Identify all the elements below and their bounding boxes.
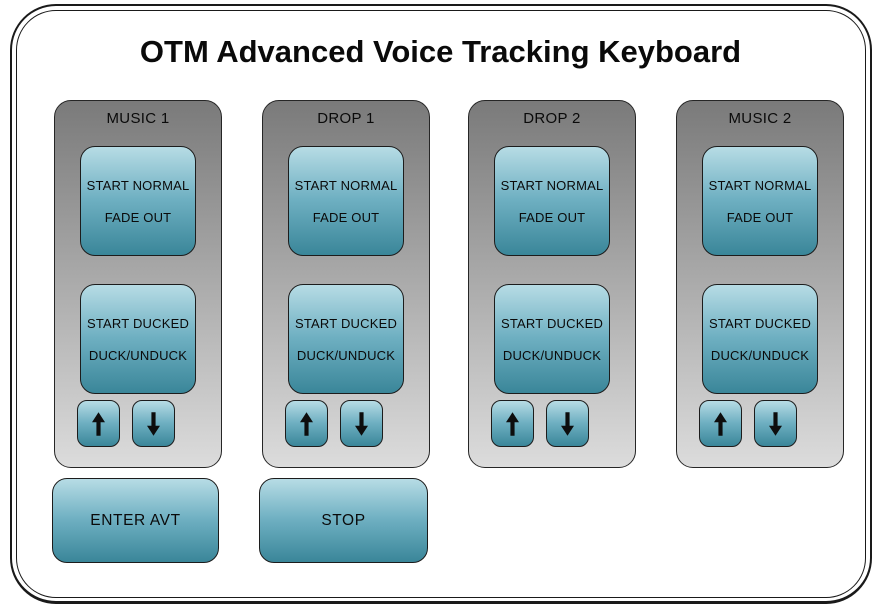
panel-label: MUSIC 2 xyxy=(728,110,792,127)
start-normal-fade-out-button[interactable]: START NORMAL FADE OUT xyxy=(494,146,610,256)
panel-drop-2: DROP 2 START NORMAL FADE OUT START DUCKE… xyxy=(468,100,636,468)
arrow-button-row xyxy=(263,400,429,447)
start-normal-fade-out-button[interactable]: START NORMAL FADE OUT xyxy=(80,146,196,256)
button-label-line-1: START NORMAL xyxy=(500,177,604,193)
start-normal-fade-out-button[interactable]: START NORMAL FADE OUT xyxy=(702,146,818,256)
up-arrow-icon xyxy=(506,411,519,436)
up-arrow-icon xyxy=(714,411,727,436)
button-label-line-1: START DUCKED xyxy=(294,315,398,331)
button-label-line-2: DUCK/UNDUCK xyxy=(502,347,602,363)
up-arrow-icon xyxy=(92,411,105,436)
button-label-line-1: START NORMAL xyxy=(708,177,812,193)
down-arrow-icon xyxy=(355,411,368,436)
move-down-button[interactable] xyxy=(754,400,797,447)
move-up-button[interactable] xyxy=(77,400,120,447)
down-arrow-icon xyxy=(561,411,574,436)
start-normal-fade-out-button[interactable]: START NORMAL FADE OUT xyxy=(288,146,404,256)
inner-frame xyxy=(16,10,866,598)
panel-label: MUSIC 1 xyxy=(106,110,170,127)
outer-frame xyxy=(10,4,872,604)
arrow-button-row xyxy=(55,400,221,447)
move-down-button[interactable] xyxy=(546,400,589,447)
button-label-line-2: FADE OUT xyxy=(312,209,380,225)
panel-label: DROP 2 xyxy=(523,110,581,127)
panel-music-1: MUSIC 1 START NORMAL FADE OUT START DUCK… xyxy=(54,100,222,468)
enter-avt-button[interactable]: ENTER AVT xyxy=(52,478,219,563)
panel-drop-1: DROP 1 START NORMAL FADE OUT START DUCKE… xyxy=(262,100,430,468)
panel-label: DROP 1 xyxy=(317,110,375,127)
down-arrow-icon xyxy=(147,411,160,436)
button-label-line-1: START NORMAL xyxy=(294,177,398,193)
page-title: OTM Advanced Voice Tracking Keyboard xyxy=(139,34,742,69)
button-label-line-1: START NORMAL xyxy=(86,177,190,193)
button-label-line-2: FADE OUT xyxy=(104,209,172,225)
down-arrow-icon xyxy=(769,411,782,436)
button-label-line-2: DUCK/UNDUCK xyxy=(296,347,396,363)
button-label-line-2: DUCK/UNDUCK xyxy=(710,347,810,363)
stop-button[interactable]: STOP xyxy=(259,478,428,563)
move-down-button[interactable] xyxy=(340,400,383,447)
button-label-line-1: START DUCKED xyxy=(86,315,190,331)
start-ducked-duck-unduck-button[interactable]: START DUCKED DUCK/UNDUCK xyxy=(494,284,610,394)
start-ducked-duck-unduck-button[interactable]: START DUCKED DUCK/UNDUCK xyxy=(702,284,818,394)
arrow-button-row xyxy=(469,400,635,447)
move-up-button[interactable] xyxy=(285,400,328,447)
move-down-button[interactable] xyxy=(132,400,175,447)
panel-music-2: MUSIC 2 START NORMAL FADE OUT START DUCK… xyxy=(676,100,844,468)
start-ducked-duck-unduck-button[interactable]: START DUCKED DUCK/UNDUCK xyxy=(288,284,404,394)
move-up-button[interactable] xyxy=(699,400,742,447)
button-label-line-2: DUCK/UNDUCK xyxy=(88,347,188,363)
start-ducked-duck-unduck-button[interactable]: START DUCKED DUCK/UNDUCK xyxy=(80,284,196,394)
arrow-button-row xyxy=(677,400,843,447)
button-label-line-2: FADE OUT xyxy=(518,209,586,225)
button-label-line-1: START DUCKED xyxy=(708,315,812,331)
button-label-line-2: FADE OUT xyxy=(726,209,794,225)
move-up-button[interactable] xyxy=(491,400,534,447)
button-label-line-1: START DUCKED xyxy=(500,315,604,331)
up-arrow-icon xyxy=(300,411,313,436)
